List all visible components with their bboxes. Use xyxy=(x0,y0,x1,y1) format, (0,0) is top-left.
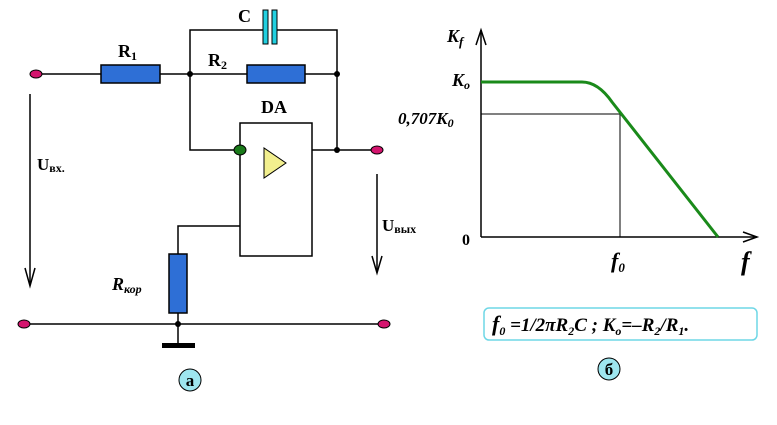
label-capacitor: C xyxy=(238,6,251,26)
label-r1: R1 xyxy=(118,41,137,63)
label-rkor: Rкор xyxy=(111,274,142,296)
wire-to-rkor xyxy=(177,225,240,254)
junction-dot xyxy=(175,321,181,327)
junction-dot xyxy=(334,147,340,153)
capacitor-plate-left xyxy=(262,9,269,45)
label-f0: f0 xyxy=(611,248,625,275)
panel-label-b-badge xyxy=(597,357,621,381)
opamp-triangle xyxy=(263,147,287,179)
uin-arrow-head xyxy=(24,267,36,289)
label-k0: Ko xyxy=(451,70,470,92)
resistor-r2 xyxy=(246,64,306,84)
wire-to-inverting-input xyxy=(189,74,240,151)
graph-guides xyxy=(481,113,621,237)
uout-arrow-head xyxy=(371,255,383,276)
graph-axes xyxy=(475,27,760,243)
x-axis-arrow xyxy=(742,231,760,243)
label-r2: R2 xyxy=(208,50,227,72)
terminal-input xyxy=(29,69,43,79)
label-0707k0: 0,707K0 xyxy=(398,109,454,130)
formula-text: f0 =1/2πR2C ; Ko=–R2/R1. xyxy=(492,311,689,338)
inverting-input-dot xyxy=(233,144,247,156)
ground-symbol xyxy=(162,343,195,348)
terminal-ground-right xyxy=(377,319,391,329)
junction-dot xyxy=(187,71,193,77)
capacitor-plate-right xyxy=(271,9,278,45)
panel-label-a-badge xyxy=(178,368,202,392)
wire-cap-left xyxy=(189,29,265,74)
label-uout: Uвых xyxy=(382,216,416,236)
junction-dot xyxy=(334,71,340,77)
y-axis-arrow xyxy=(475,27,487,46)
terminal-output xyxy=(370,145,384,155)
resistor-rkor xyxy=(168,253,188,314)
panel-label-a: а xyxy=(186,371,195,390)
response-curve xyxy=(481,80,720,238)
label-origin: 0 xyxy=(462,232,470,249)
circuit xyxy=(24,29,384,345)
opamp-body xyxy=(239,122,313,257)
label-opamp: DA xyxy=(261,97,287,117)
resistor-r1 xyxy=(100,64,161,84)
panel-label-b: б xyxy=(605,360,614,379)
wire-cap-right xyxy=(275,29,338,74)
label-x-axis: f xyxy=(741,247,752,276)
label-uin: Uвх. xyxy=(37,155,65,175)
formula-box xyxy=(483,307,758,341)
label-y-axis: Kf xyxy=(446,26,465,49)
terminal-ground-left xyxy=(17,319,31,329)
